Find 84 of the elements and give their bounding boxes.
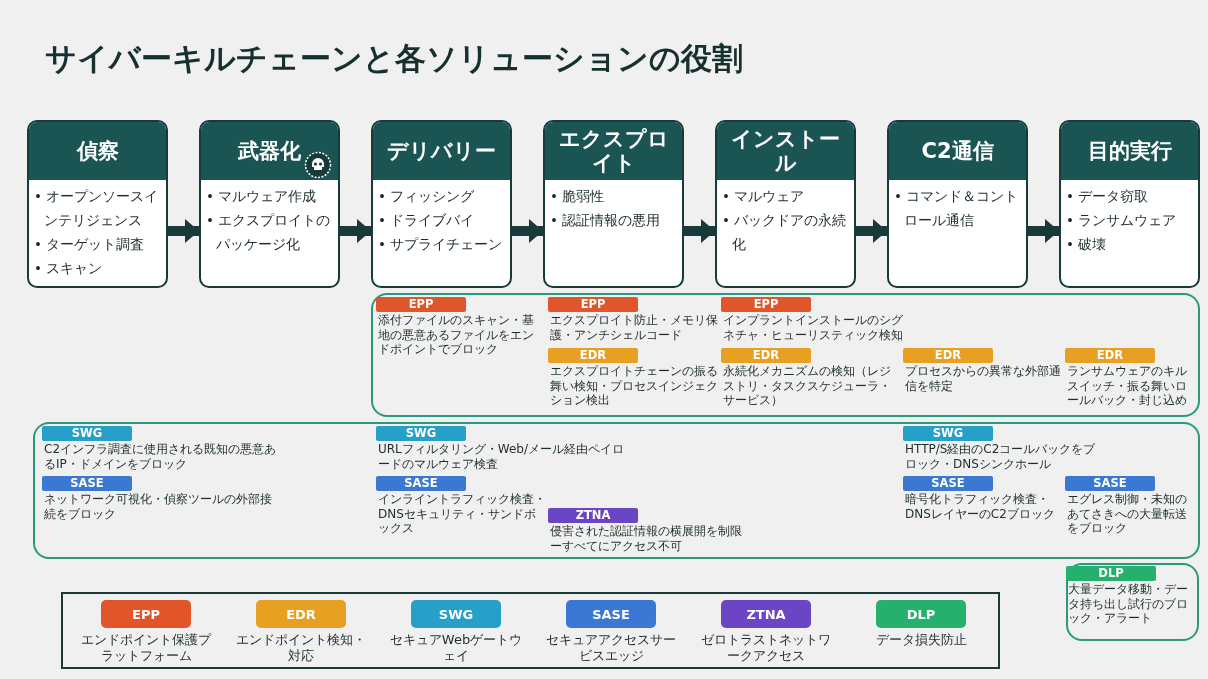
solution-description: インプラントインストールのシグネチャ・ヒューリスティック検知 [723,313,903,342]
solution-tag: DLP [1066,566,1156,581]
bullet-item: • サプライチェーン [378,235,504,254]
solution-description: エグレス制御・未知のあてさきへの大量転送をブロック [1067,492,1188,536]
legend-key-label: ZTNA [746,606,786,622]
solution-description: C2インフラ調査に使用される既知の悪意あるIP・ドメインをブロック [44,442,277,471]
bullet-item: • ターゲット調査 [34,235,146,254]
bullet-item: • データ窃取 [1066,187,1150,206]
bullet-item: • マルウェア作成 [206,187,318,206]
arrow [684,219,715,243]
bullet-item: • エクスプロイトのパッケージ化 [206,211,332,254]
arrow [1028,219,1059,243]
bullet-item: • 破壊 [1066,235,1108,254]
legend-key-label: EPP [132,606,160,622]
legend-key-label: SWG [438,606,474,622]
bullet-item: • 認証情報の悪用 [550,211,662,230]
solution-tag: SASE [376,476,466,491]
bullet-item: • コマンド＆コントロール通信 [894,187,1020,230]
solution-band [33,422,1200,559]
stage-heading: インストール [730,127,841,175]
solution-band [1066,563,1199,641]
solution-description: プロセスからの異常な外部通信を特定 [905,364,1062,393]
solution-description: 添付ファイルのスキャン・基地の悪意あるファイルをエンドポイントでブロック [378,313,535,357]
stage-heading: デリバリー [387,139,496,163]
solution-tag: SASE [1065,476,1155,491]
solution-description: 永続化メカニズムの検知（レジストリ・タスクスケジューラ・サービス） [723,364,892,408]
solution-description: ランサムウェアのキルスイッチ・振る舞いロールバック・封じ込め [1067,364,1188,408]
legend-key-label: DLP [906,606,936,622]
solution-tag: SASE [42,476,132,491]
bullet-item: • ドライブバイ [378,211,476,230]
solution-description: ネットワーク可視化・偵察ツールの外部接続をブロック [44,492,273,521]
solution-description: HTTP/S経由のC2コールバックをブロック・DNSシンクホール [905,442,1097,471]
solution-tag: EDR [903,348,993,363]
legend-text: データ損失防止 [874,632,968,648]
bullet-item: • スキャン [34,259,104,278]
solution-description: 暗号化トラフィック検査・DNSレイヤーのC2ブロック [905,492,1056,521]
stage-card [1059,120,1200,288]
bullet-item: • バックドアの永続化 [722,211,848,254]
legend-text: エンドポイント検知・対応 [235,632,367,664]
solution-tag: EDR [721,348,811,363]
solution-tag: EPP [376,297,466,312]
bullet-item: • マルウェア [722,187,806,206]
arrow [168,219,199,243]
solution-tag: EPP [721,297,811,312]
solution-description: インライントラフィック検査・DNSセキュリティ・サンドボックス [378,492,546,536]
stage-heading: 武器化 [238,139,301,163]
bullet-item: • フィッシング [378,187,476,206]
legend-text: セキュアアクセスサービスエッジ [545,632,677,664]
stage-heading: 目的実行 [1087,139,1172,163]
solution-tag: SASE [903,476,993,491]
solution-tag: SWG [42,426,132,441]
arrow [856,219,887,243]
stage-heading: C2通信 [921,139,994,163]
page-title: サイバーキルチェーンと各ソリューションの役割 [45,39,743,78]
stage-card [199,120,340,288]
stage-card [371,120,512,288]
solution-tag: SWG [903,426,993,441]
solution-description: エクスプロイト防止・メモリ保護・アンチシェルコード [550,313,719,342]
stage-card [887,120,1028,288]
stage-card [543,120,684,288]
solution-band [371,293,1200,417]
stage-heading: 偵察 [76,139,119,163]
legend-text: セキュアWebゲートウェイ [388,632,524,664]
bullet-item: • ランサムウェア [1066,211,1178,230]
arrow [340,219,371,243]
arrow [512,219,543,243]
solution-description: 大量データ移動・データ持ち出し試行のブロック・アラート [1068,582,1189,626]
legend-key-label: EDR [286,606,316,622]
stage-heading: エクスプロイト [557,127,670,175]
solution-description: 侵害された認証情報の横展開を制限ーすべてにアクセス不可 [550,524,743,553]
stage-card [715,120,856,288]
solution-description: URLフィルタリング・Web/メール経由ペイロードのマルウェア検査 [378,442,625,471]
solution-tag: EDR [1065,348,1155,363]
solution-tag: EPP [548,297,638,312]
solution-tag: ZTNA [548,508,638,523]
legend-text: エンドポイント保護プラットフォーム [80,632,213,664]
solution-tag: SWG [376,426,466,441]
stage-card [27,120,168,288]
solution-tag: EDR [548,348,638,363]
solution-description: エクスプロイトチェーンの振る舞い検知・プロセスインジェクション検出 [550,364,719,408]
legend-key-label: SASE [592,606,630,622]
legend-text: ゼロトラストネットワークアクセス [700,632,832,664]
bullet-item: • オープンソースインテリジェンス [34,187,160,230]
bullet-item: • 脆弱性 [550,187,606,206]
